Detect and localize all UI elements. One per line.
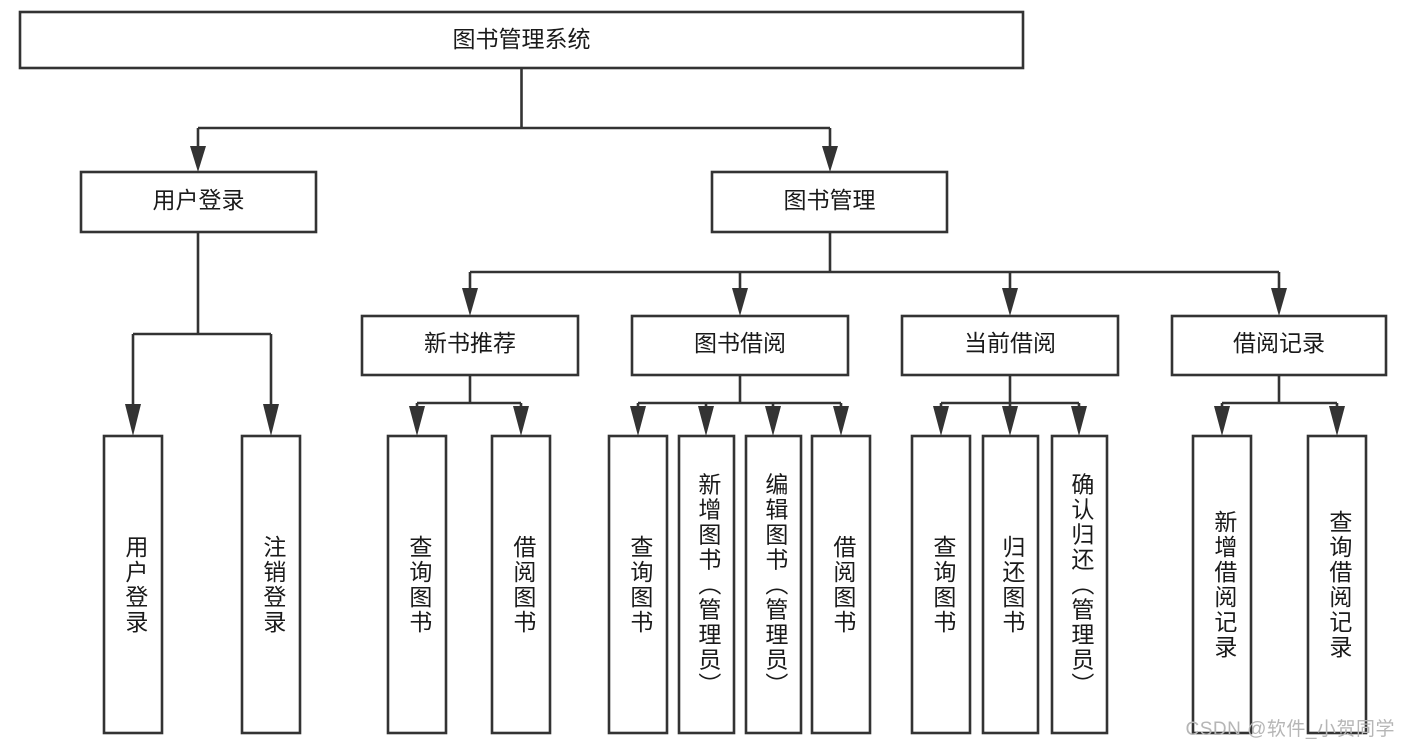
arrow-head-book-borrow bbox=[732, 288, 748, 316]
node-box-new-book-recommend[interactable] bbox=[360, 314, 580, 377]
node-leaf-return-book[interactable]: 归还图书 bbox=[981, 434, 1040, 735]
node-box-leaf-add-book[interactable] bbox=[677, 434, 736, 735]
node-leaf-add-borrow-record[interactable]: 新增借阅记录 bbox=[1191, 434, 1253, 735]
arrow-head-leaf-query-book-1 bbox=[409, 406, 425, 436]
node-leaf-borrow-book-2[interactable]: 借阅图书 bbox=[810, 434, 872, 735]
node-leaf-user-login[interactable]: 用户登录 bbox=[102, 434, 164, 735]
node-box-user-login[interactable] bbox=[79, 170, 318, 234]
connector-group-current-borrow bbox=[933, 375, 1087, 436]
connector-group-borrow-record bbox=[1214, 375, 1345, 436]
node-label-title: 图书管理系统 bbox=[453, 26, 591, 52]
node-leaf-query-book-3[interactable]: 查询图书 bbox=[910, 434, 972, 735]
node-book-borrow[interactable]: 图书借阅 bbox=[630, 314, 850, 377]
node-leaf-confirm-return[interactable]: 确认归还（管理员） bbox=[1050, 434, 1109, 735]
arrow-head-borrow-record bbox=[1271, 288, 1287, 316]
arrow-head-leaf-user-login bbox=[125, 404, 141, 436]
node-borrow-record[interactable]: 借阅记录 bbox=[1170, 314, 1388, 377]
arrow-head-leaf-confirm-return bbox=[1071, 406, 1087, 436]
node-box-leaf-edit-book[interactable] bbox=[744, 434, 803, 735]
node-label-leaf-borrow-book-1: 借阅图书 bbox=[510, 535, 537, 635]
node-box-leaf-add-borrow-record[interactable] bbox=[1191, 434, 1253, 735]
node-new-book-recommend[interactable]: 新书推荐 bbox=[360, 314, 580, 377]
node-box-title[interactable] bbox=[18, 10, 1025, 70]
node-box-borrow-record[interactable] bbox=[1170, 314, 1388, 377]
arrow-head-leaf-add-borrow-record bbox=[1214, 406, 1230, 436]
arrow-head-book-management bbox=[822, 146, 838, 172]
node-label-book-management: 图书管理 bbox=[784, 187, 876, 213]
arrow-head-leaf-query-book-3 bbox=[933, 406, 949, 436]
node-label-new-book-recommend: 新书推荐 bbox=[424, 330, 516, 356]
node-label-leaf-query-book-1: 查询图书 bbox=[406, 535, 433, 635]
node-label-current-borrow: 当前借阅 bbox=[964, 330, 1056, 356]
node-label-leaf-logout-login: 注销登录 bbox=[260, 535, 287, 635]
node-leaf-edit-book[interactable]: 编辑图书（管理员） bbox=[744, 434, 803, 735]
node-label-leaf-borrow-book-2: 借阅图书 bbox=[830, 535, 857, 635]
node-label-leaf-query-book-3: 查询图书 bbox=[930, 535, 957, 635]
connector-group-book-borrow bbox=[630, 375, 849, 436]
arrow-head-leaf-return-book bbox=[1002, 406, 1018, 436]
connector-group-new-book-recommend bbox=[409, 375, 529, 436]
connector-group-root bbox=[190, 68, 838, 172]
node-leaf-query-borrow-record[interactable]: 查询借阅记录 bbox=[1306, 434, 1368, 735]
node-user-login[interactable]: 用户登录 bbox=[79, 170, 318, 234]
node-box-leaf-borrow-book-2[interactable] bbox=[810, 434, 872, 735]
arrow-head-leaf-logout-login bbox=[263, 404, 279, 436]
node-box-leaf-logout-login[interactable] bbox=[240, 434, 302, 735]
node-box-leaf-return-book[interactable] bbox=[981, 434, 1040, 735]
node-box-leaf-query-book-2[interactable] bbox=[607, 434, 669, 735]
node-box-leaf-query-book-3[interactable] bbox=[910, 434, 972, 735]
arrow-head-leaf-edit-book bbox=[765, 406, 781, 436]
arrow-head-new-book-recommend bbox=[462, 288, 478, 316]
node-box-book-borrow[interactable] bbox=[630, 314, 850, 377]
node-leaf-borrow-book-1[interactable]: 借阅图书 bbox=[490, 434, 552, 735]
node-box-leaf-query-borrow-record[interactable] bbox=[1306, 434, 1368, 735]
node-book-management-system[interactable]: 图书管理系统 bbox=[18, 10, 1025, 70]
node-label-leaf-edit-book: 编辑图书（管理员） bbox=[762, 473, 789, 698]
connector-group-user-login bbox=[125, 232, 279, 436]
node-box-leaf-user-login[interactable] bbox=[102, 434, 164, 735]
node-label-leaf-return-book: 归还图书 bbox=[999, 535, 1026, 635]
node-current-borrow[interactable]: 当前借阅 bbox=[900, 314, 1120, 377]
arrow-head-current-borrow bbox=[1002, 288, 1018, 316]
node-box-current-borrow[interactable] bbox=[900, 314, 1120, 377]
connector-group-book-management bbox=[462, 232, 1287, 316]
node-box-leaf-query-book-1[interactable] bbox=[386, 434, 448, 735]
node-box-leaf-borrow-book-1[interactable] bbox=[490, 434, 552, 735]
node-label-borrow-record: 借阅记录 bbox=[1233, 330, 1325, 356]
arrow-head-leaf-borrow-book-1 bbox=[513, 406, 529, 436]
arrow-head-leaf-borrow-book-2 bbox=[833, 406, 849, 436]
node-label-leaf-query-book-2: 查询图书 bbox=[627, 535, 654, 635]
node-label-leaf-add-borrow-record: 新增借阅记录 bbox=[1211, 510, 1238, 660]
node-label-user-login: 用户登录 bbox=[153, 187, 245, 213]
node-label-leaf-user-login: 用户登录 bbox=[122, 535, 149, 635]
node-book-management[interactable]: 图书管理 bbox=[710, 170, 949, 234]
arrow-head-user-login bbox=[190, 146, 206, 172]
node-label-leaf-add-book: 新增图书（管理员） bbox=[695, 473, 722, 698]
node-label-leaf-query-borrow-record: 查询借阅记录 bbox=[1326, 510, 1353, 660]
node-box-leaf-confirm-return[interactable] bbox=[1050, 434, 1109, 735]
node-label-leaf-confirm-return: 确认归还（管理员） bbox=[1068, 473, 1095, 698]
arrow-head-leaf-add-book bbox=[698, 406, 714, 436]
node-leaf-logout-login[interactable]: 注销登录 bbox=[240, 434, 302, 735]
arrow-head-leaf-query-borrow-record bbox=[1329, 406, 1345, 436]
node-box-book-management[interactable] bbox=[710, 170, 949, 234]
node-label-book-borrow: 图书借阅 bbox=[694, 330, 786, 356]
node-leaf-query-book-1[interactable]: 查询图书 bbox=[386, 434, 448, 735]
node-leaf-add-book[interactable]: 新增图书（管理员） bbox=[677, 434, 736, 735]
arrow-head-leaf-query-book-2 bbox=[630, 406, 646, 436]
node-leaf-query-book-2[interactable]: 查询图书 bbox=[607, 434, 669, 735]
